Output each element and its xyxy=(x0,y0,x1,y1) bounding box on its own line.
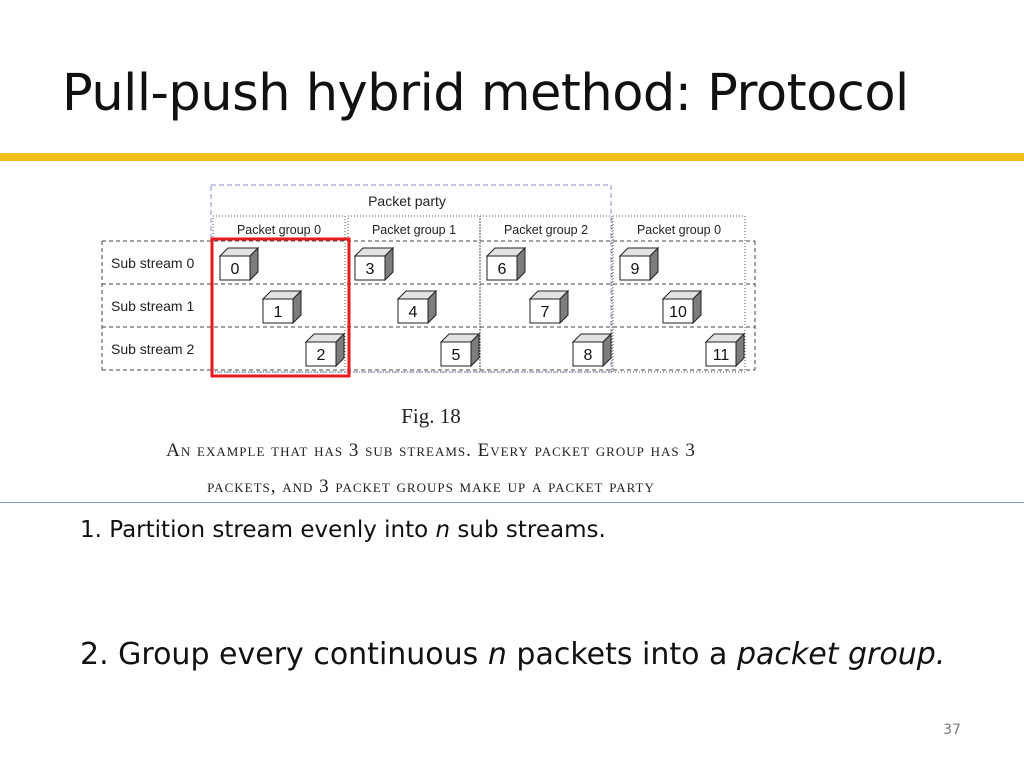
packet-cube-front xyxy=(397,298,429,324)
figure-caption-line-2: packets, and 3 packet groups make up a p… xyxy=(207,476,655,497)
packet-1: 1 xyxy=(261,289,303,325)
packet-7: 7 xyxy=(528,289,570,325)
packet-number: 8 xyxy=(584,347,593,364)
packet-4: 4 xyxy=(396,289,438,325)
packet-group-box-2 xyxy=(479,215,613,373)
point-2-text-mid: packets into a xyxy=(506,637,737,672)
packet-6: 6 xyxy=(485,246,527,282)
packet-number: 5 xyxy=(452,347,461,364)
sub-stream-label-1: Sub stream 1 xyxy=(111,298,194,314)
packet-9: 9 xyxy=(618,246,660,282)
packet-2: 2 xyxy=(304,332,346,368)
packet-number: 10 xyxy=(669,304,687,321)
title-accent-bar xyxy=(0,153,1024,161)
figure-caption-line-1: An example that has 3 sub streams. Every… xyxy=(166,440,696,461)
packet-number: 9 xyxy=(631,261,640,278)
packet-number: 7 xyxy=(541,304,550,321)
packet-cube-front xyxy=(705,341,737,367)
packet-number: 6 xyxy=(498,261,507,278)
packet-number: 4 xyxy=(409,304,418,321)
point-1-text: 1. Partition stream evenly into xyxy=(80,517,436,543)
packet-cube-front xyxy=(619,255,651,281)
packet-group-box-3 xyxy=(612,215,746,373)
packet-party-border xyxy=(210,184,612,373)
packet-3: 3 xyxy=(353,246,395,282)
point-2-term: packet group. xyxy=(736,637,946,672)
packet-cube-front xyxy=(572,341,604,367)
packet-number: 2 xyxy=(317,347,326,364)
packet-group-label-1: Packet group 1 xyxy=(372,223,456,237)
point-1-variable: n xyxy=(435,517,451,543)
packet-group-label-2: Packet group 2 xyxy=(504,223,588,237)
packet-number: 11 xyxy=(713,347,730,364)
packet-group-label-3: Packet group 0 xyxy=(637,223,721,237)
packet-group-0-highlight xyxy=(210,237,351,378)
packet-group-label-0: Packet group 0 xyxy=(237,223,321,237)
packet-party-label: Packet party xyxy=(368,193,446,209)
point-2: 2. Group every continuous n packets into… xyxy=(80,633,945,677)
packet-number: 0 xyxy=(231,261,240,278)
slide-title: Pull-push hybrid method: Protocol xyxy=(62,64,909,123)
point-1: 1. Partition stream evenly into n sub st… xyxy=(80,512,606,548)
packet-11: 11 xyxy=(704,332,746,368)
packet-cube-front xyxy=(486,255,518,281)
packet-cube-front xyxy=(440,341,472,367)
packet-10: 10 xyxy=(661,289,703,325)
packet-0: 0 xyxy=(218,246,260,282)
packet-cube-front xyxy=(305,341,337,367)
packet-cube-front xyxy=(662,298,694,324)
page-number: 37 xyxy=(943,722,961,738)
packet-8: 8 xyxy=(571,332,613,368)
packet-number: 3 xyxy=(366,261,375,278)
packet-5: 5 xyxy=(439,332,481,368)
figure-number: Fig. 18 xyxy=(401,404,461,428)
packet-cube-front xyxy=(262,298,294,324)
sub-stream-label-0: Sub stream 0 xyxy=(111,255,194,271)
point-2-text: 2. Group every continuous xyxy=(80,637,488,672)
packet-number: 1 xyxy=(274,304,283,321)
packet-cube-front xyxy=(354,255,386,281)
point-1-text-end: sub streams. xyxy=(450,517,606,543)
point-2-variable: n xyxy=(487,637,507,672)
caption-divider xyxy=(0,502,1024,503)
sub-stream-label-2: Sub stream 2 xyxy=(111,341,194,357)
packet-cube-front xyxy=(529,298,561,324)
packet-cube-front xyxy=(219,255,251,281)
